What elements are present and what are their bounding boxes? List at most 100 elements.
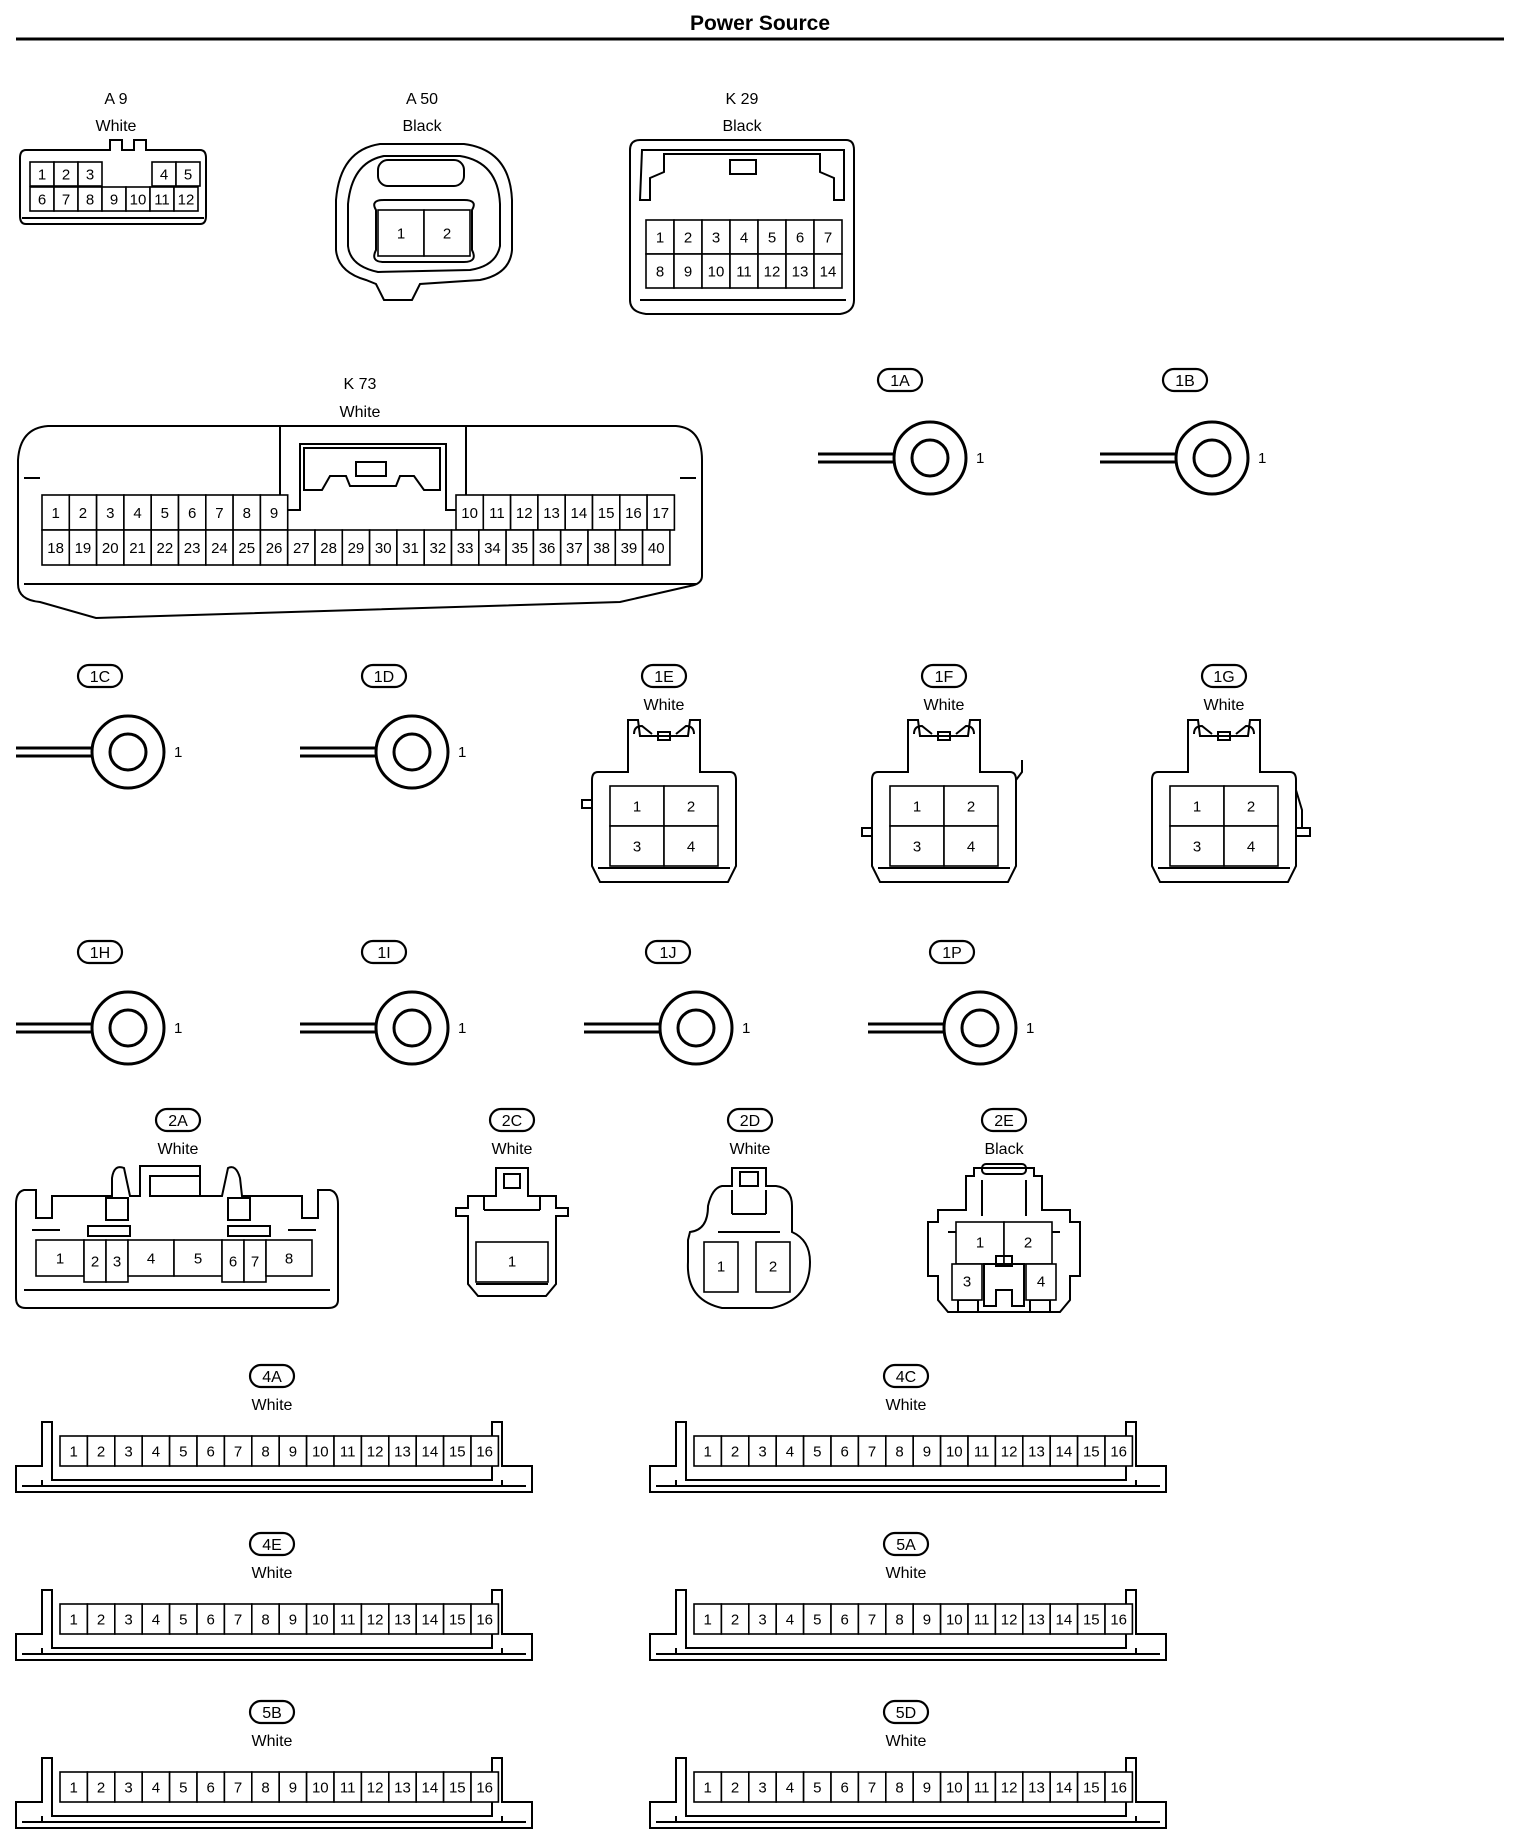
k73-pin: 15 bbox=[591, 494, 621, 531]
connector-5b-pin-label: 16 bbox=[476, 1780, 493, 1797]
connector-5b-pin: 11 bbox=[333, 1771, 363, 1803]
k73-pin-label: 24 bbox=[211, 540, 228, 557]
k73-pin-label: 14 bbox=[571, 505, 588, 522]
k73-pin: 39 bbox=[614, 529, 644, 566]
connector-4c-pin-label: 2 bbox=[731, 1444, 739, 1461]
k29-pin-label: 11 bbox=[736, 264, 752, 281]
k73-pin: 5 bbox=[150, 494, 180, 531]
connector-4c-id-pill: 4C bbox=[882, 1363, 930, 1389]
connector-4e-pin-label: 4 bbox=[152, 1612, 160, 1629]
a9-pin-label: 2 bbox=[62, 167, 70, 184]
connector-1g-pin: 3 bbox=[1169, 825, 1225, 867]
connector-5a-pin-label: 7 bbox=[868, 1612, 876, 1629]
connector-4a-pin-label: 11 bbox=[340, 1444, 356, 1461]
ring-terminal-1i-id-pill-text: 1I bbox=[377, 945, 390, 962]
k73-pin-label: 7 bbox=[215, 505, 223, 522]
connector-5d-pin: 9 bbox=[912, 1771, 942, 1803]
a50-pin: 1 bbox=[377, 209, 425, 257]
connector-5d-pin-label: 7 bbox=[868, 1780, 876, 1797]
connector-4c-pin: 12 bbox=[994, 1435, 1024, 1467]
k29-pin-label: 7 bbox=[824, 230, 832, 247]
connector-5b-pin: 15 bbox=[442, 1771, 472, 1803]
connector-5d-color: White bbox=[886, 1733, 927, 1750]
k73-pin-label: 11 bbox=[489, 505, 505, 522]
connector-4e-pin: 12 bbox=[360, 1603, 390, 1635]
connector-5a-pin: 7 bbox=[857, 1603, 887, 1635]
connector-4a-pin: 2 bbox=[86, 1435, 116, 1467]
connector-2d: 2D White 1 2 bbox=[686, 1107, 812, 1309]
2a-pin-label: 2 bbox=[91, 1254, 99, 1271]
k73-pin-label: 37 bbox=[566, 540, 583, 557]
connector-5d-id-pill-text: 5D bbox=[896, 1705, 916, 1722]
a9-pin: 10 bbox=[125, 186, 151, 212]
k29-pin: 11 bbox=[729, 253, 759, 289]
connector-5b-pin-label: 2 bbox=[97, 1780, 105, 1797]
k73-pin-label: 9 bbox=[270, 505, 278, 522]
connector-4a-id-pill-text: 4A bbox=[262, 1369, 282, 1386]
connector-5a-pin-label: 3 bbox=[758, 1612, 766, 1629]
a9-pin-label: 10 bbox=[130, 192, 147, 209]
a9-pin-label: 1 bbox=[38, 167, 46, 184]
connector-4a-pin: 15 bbox=[442, 1435, 472, 1467]
2a-pin: 7 bbox=[243, 1239, 267, 1283]
connector-5a-pin-label: 9 bbox=[923, 1612, 931, 1629]
connector-4a-pin: 9 bbox=[278, 1435, 308, 1467]
connector-5a-pin-label: 12 bbox=[1001, 1612, 1018, 1629]
ring-terminal-1d-pin-label: 1 bbox=[458, 744, 466, 761]
connector-5b-pin: 6 bbox=[196, 1771, 226, 1803]
connector-1g-id-pill: 1G bbox=[1200, 663, 1248, 689]
connector-1g-id-pill-text: 1G bbox=[1213, 669, 1234, 686]
k73-pin-label: 33 bbox=[457, 540, 474, 557]
connector-1f-pin-label: 3 bbox=[913, 839, 921, 856]
connector-4e-pin: 2 bbox=[86, 1603, 116, 1635]
connector-1e-id-pill-text: 1E bbox=[654, 669, 674, 686]
connector-4e-pin: 7 bbox=[223, 1603, 253, 1635]
connector-5d-pin: 4 bbox=[775, 1771, 805, 1803]
connector-k73-id: K 73 bbox=[344, 376, 377, 393]
connector-1f-pin-label: 2 bbox=[967, 799, 975, 816]
2c-pin-label: 1 bbox=[508, 1254, 516, 1271]
connector-5d-pin: 16 bbox=[1104, 1771, 1134, 1803]
a9-pin: 7 bbox=[53, 186, 79, 212]
connector-1e-pin: 4 bbox=[663, 825, 719, 867]
2d-pin-label: 1 bbox=[717, 1259, 725, 1276]
connector-5a-pin: 1 bbox=[693, 1603, 723, 1635]
k73-pin: 38 bbox=[587, 529, 617, 566]
connector-5a-pin-label: 1 bbox=[704, 1612, 712, 1629]
connector-a9-id: A 9 bbox=[104, 91, 127, 108]
connector-1f-id-pill-text: 1F bbox=[935, 669, 954, 686]
connector-4e-color: White bbox=[252, 1565, 293, 1582]
connector-4a-pin: 6 bbox=[196, 1435, 226, 1467]
connector-5a-pin: 4 bbox=[775, 1603, 805, 1635]
connector-4e-pin-label: 15 bbox=[449, 1612, 466, 1629]
k73-pin-label: 28 bbox=[320, 540, 337, 557]
connector-4a-pin-label: 12 bbox=[367, 1444, 384, 1461]
connector-4e-pin-label: 1 bbox=[70, 1612, 78, 1629]
connector-5b-pin: 4 bbox=[141, 1771, 171, 1803]
connector-2c-id-pill-text: 2C bbox=[502, 1113, 522, 1130]
connector-5a-pin: 16 bbox=[1104, 1603, 1134, 1635]
connector-4a-pin: 14 bbox=[415, 1435, 445, 1467]
connector-5a-pin-label: 15 bbox=[1083, 1612, 1100, 1629]
2a-pin-label: 8 bbox=[285, 1251, 293, 1268]
a50-pin-label: 1 bbox=[397, 226, 405, 243]
connector-4a-pin: 11 bbox=[333, 1435, 363, 1467]
connector-4a-pin: 16 bbox=[470, 1435, 500, 1467]
connector-4e-pin: 5 bbox=[168, 1603, 198, 1635]
connector-1f-id-pill: 1F bbox=[920, 663, 968, 689]
k29-pin: 10 bbox=[701, 253, 731, 289]
k73-pin: 25 bbox=[232, 529, 262, 566]
connector-1f-pin-label: 4 bbox=[967, 839, 975, 856]
a50-pin-label: 2 bbox=[443, 226, 451, 243]
connector-5d-pin: 15 bbox=[1076, 1771, 1106, 1803]
connector-2e-id-pill-text: 2E bbox=[994, 1113, 1014, 1130]
connector-5d-pin-label: 15 bbox=[1083, 1780, 1100, 1797]
connector-1e-pin-label: 2 bbox=[687, 799, 695, 816]
connector-1e-id-pill: 1E bbox=[640, 663, 688, 689]
k73-pin: 20 bbox=[95, 529, 125, 566]
connector-5d-id-pill: 5D bbox=[882, 1699, 930, 1725]
